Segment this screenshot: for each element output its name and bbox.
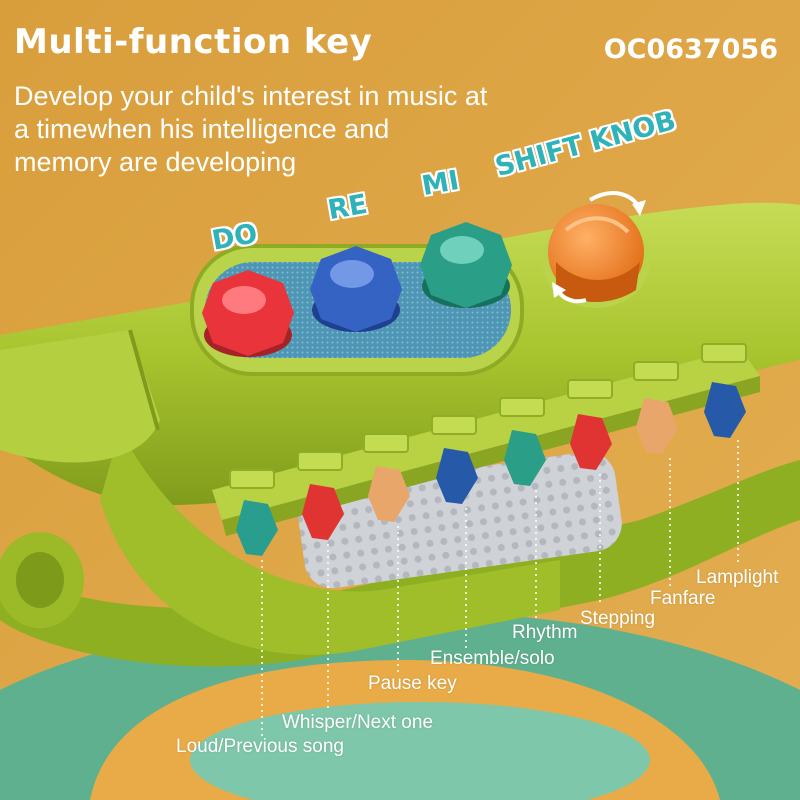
product-description: Develop your child's interest in music a…: [14, 81, 488, 177]
mi-button[interactable]: [420, 222, 512, 308]
function-key-6[interactable]: [567, 379, 613, 470]
mi-label: MI: [419, 165, 462, 202]
function-key-1[interactable]: [229, 469, 278, 556]
function-key-8[interactable]: [701, 343, 747, 438]
function-key-4[interactable]: [431, 415, 478, 504]
leader-lines: [261, 440, 739, 740]
function-key-label-2: Whisper/Next one: [282, 712, 434, 733]
function-key-label-1: Loud/Previous song: [176, 736, 344, 757]
function-key-3[interactable]: [363, 433, 410, 522]
function-key-label-4: Ensemble/solo: [430, 648, 555, 669]
function-key-5[interactable]: [499, 397, 546, 486]
function-key-7[interactable]: [633, 361, 679, 454]
page-title: Multi-function key: [14, 22, 373, 62]
function-key-label-5: Rhythm: [512, 622, 578, 643]
re-button[interactable]: [310, 246, 402, 332]
function-key-label-8: Lamplight: [696, 567, 779, 588]
function-key-2[interactable]: [297, 451, 344, 540]
function-key-label-7: Fanfare: [650, 588, 716, 609]
product-code: OC0637056: [603, 34, 778, 65]
do-button[interactable]: [202, 270, 294, 357]
function-key-label-6: Stepping: [580, 608, 656, 629]
shift-knob[interactable]: [542, 204, 650, 308]
function-key-label-3: Pause key: [368, 673, 457, 694]
